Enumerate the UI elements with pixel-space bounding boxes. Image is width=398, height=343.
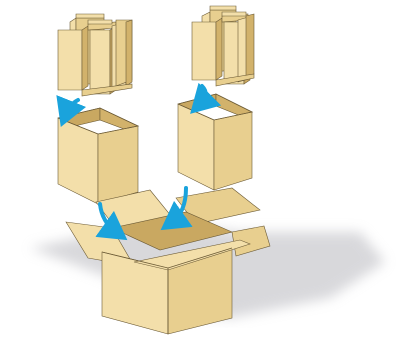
arrow-insert-to-left-box-icon: [66, 100, 78, 114]
inner-box-right-icon: [178, 94, 252, 190]
divider-insert-right-icon: [192, 6, 254, 86]
inner-box-left-icon: [58, 108, 138, 204]
arrow-insert-to-right-box-icon: [200, 86, 206, 104]
divider-insert-left-icon: [58, 14, 132, 96]
